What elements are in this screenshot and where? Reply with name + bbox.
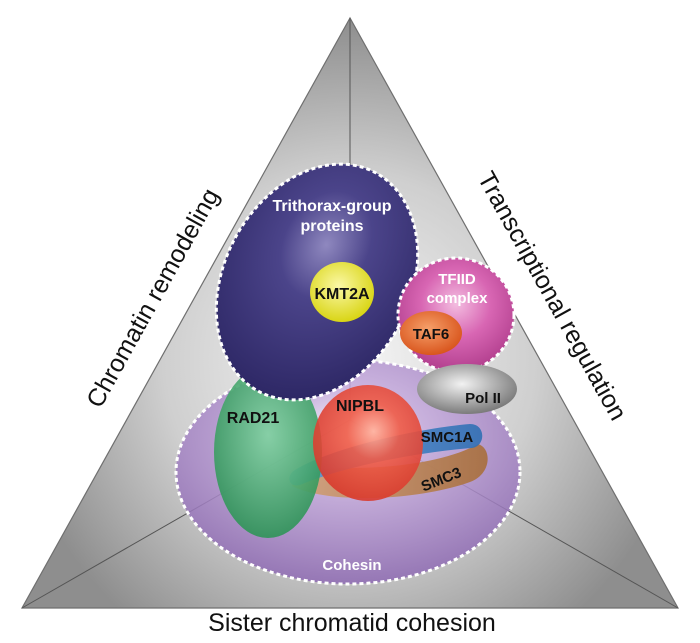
rad21-label: RAD21 <box>227 410 280 427</box>
cohesin-label: Cohesin <box>322 557 381 574</box>
rad21-ellipse <box>214 366 322 538</box>
kmt2a-ellipse <box>310 262 374 322</box>
pol2-label: Pol II <box>465 390 501 407</box>
nipbl-label: NIPBL <box>336 398 384 415</box>
taf6-label: TAF6 <box>413 326 449 343</box>
trithorax-group-label-line1: Trithorax-group <box>272 198 391 215</box>
pol2-ellipse <box>417 364 517 414</box>
axis-label-sister-chromatid-cohesion: Sister chromatid cohesion <box>208 609 496 637</box>
tfiid-label-line1: TFIID <box>438 271 476 288</box>
nipbl-ellipse <box>313 385 423 501</box>
smc1a-label: SMC1A <box>421 429 474 446</box>
trithorax-group-label-line2: proteins <box>300 218 363 235</box>
tfiid-label-line2: complex <box>427 290 489 307</box>
kmt2a-label: KMT2A <box>314 286 370 303</box>
taf6-ellipse <box>400 311 462 355</box>
